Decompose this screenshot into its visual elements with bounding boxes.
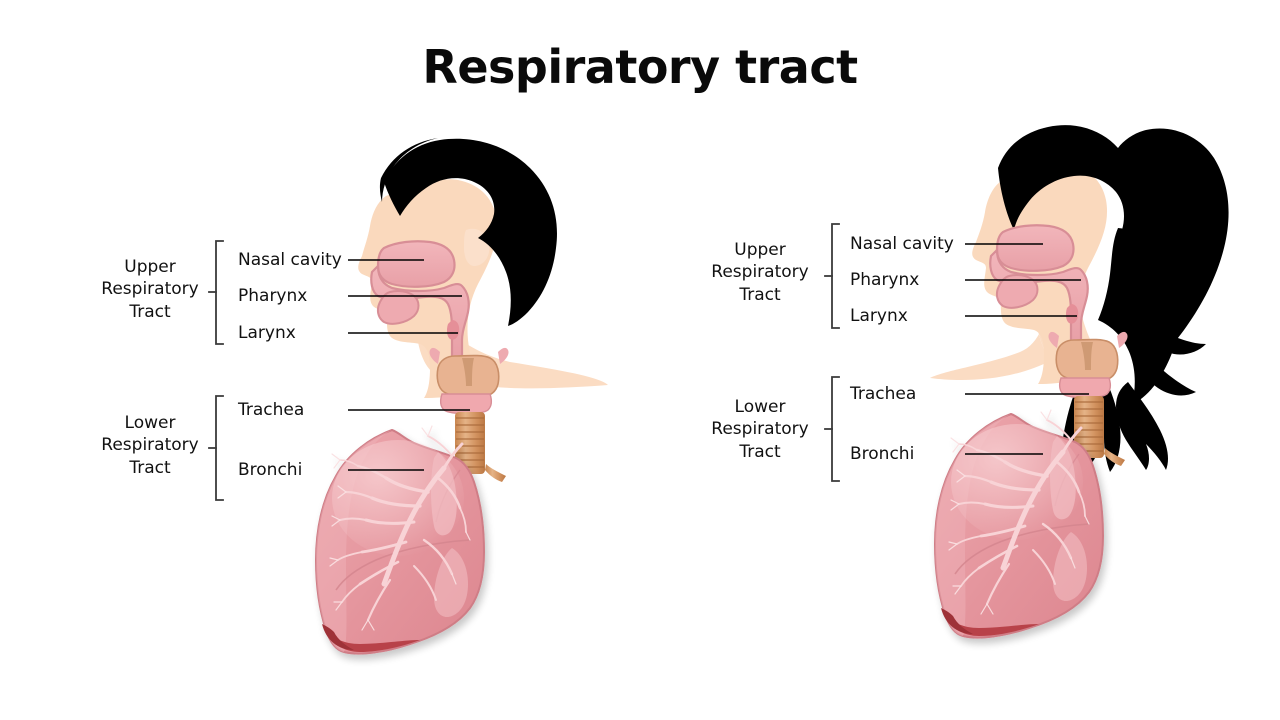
lung-art-female: [933, 409, 1105, 639]
lung-art: [314, 425, 486, 655]
female-figure-art: [930, 125, 1229, 639]
label-bronchi-right: Bronchi: [850, 444, 915, 464]
group-label-lower-respiratory-tract-right: Lower Respiratory Tract: [711, 397, 809, 462]
label-trachea-left: Trachea: [238, 400, 305, 420]
label-nasal-cavity-right: Nasal cavity: [850, 234, 954, 254]
larynx-cartilage-art: [429, 347, 509, 415]
label-pharynx-left: Pharynx: [238, 286, 308, 306]
label-larynx-left: Larynx: [238, 323, 296, 343]
page-title: Respiratory tract: [422, 40, 858, 94]
leader-lines-layer: [348, 243, 1089, 471]
bracket-lower-left: [215, 395, 224, 501]
label-trachea-right: Trachea: [850, 384, 917, 404]
group-label-upper-respiratory-tract-left: Upper Respiratory Tract: [101, 257, 199, 322]
larynx-cartilage-art-female: [1048, 331, 1128, 399]
male-figure-art: [314, 138, 608, 655]
bracket-lower-right: [831, 376, 840, 482]
label-nasal-cavity-left: Nasal cavity: [238, 250, 342, 270]
group-label-upper-respiratory-tract-right: Upper Respiratory Tract: [711, 240, 809, 305]
bracket-upper-right: [831, 223, 840, 329]
label-larynx-right: Larynx: [850, 306, 908, 326]
label-pharynx-right: Pharynx: [850, 270, 920, 290]
label-bronchi-left: Bronchi: [238, 460, 303, 480]
group-label-lower-respiratory-tract-left: Lower Respiratory Tract: [101, 413, 199, 478]
group-brackets-layer: [208, 223, 840, 501]
bracket-upper-left: [215, 240, 224, 345]
